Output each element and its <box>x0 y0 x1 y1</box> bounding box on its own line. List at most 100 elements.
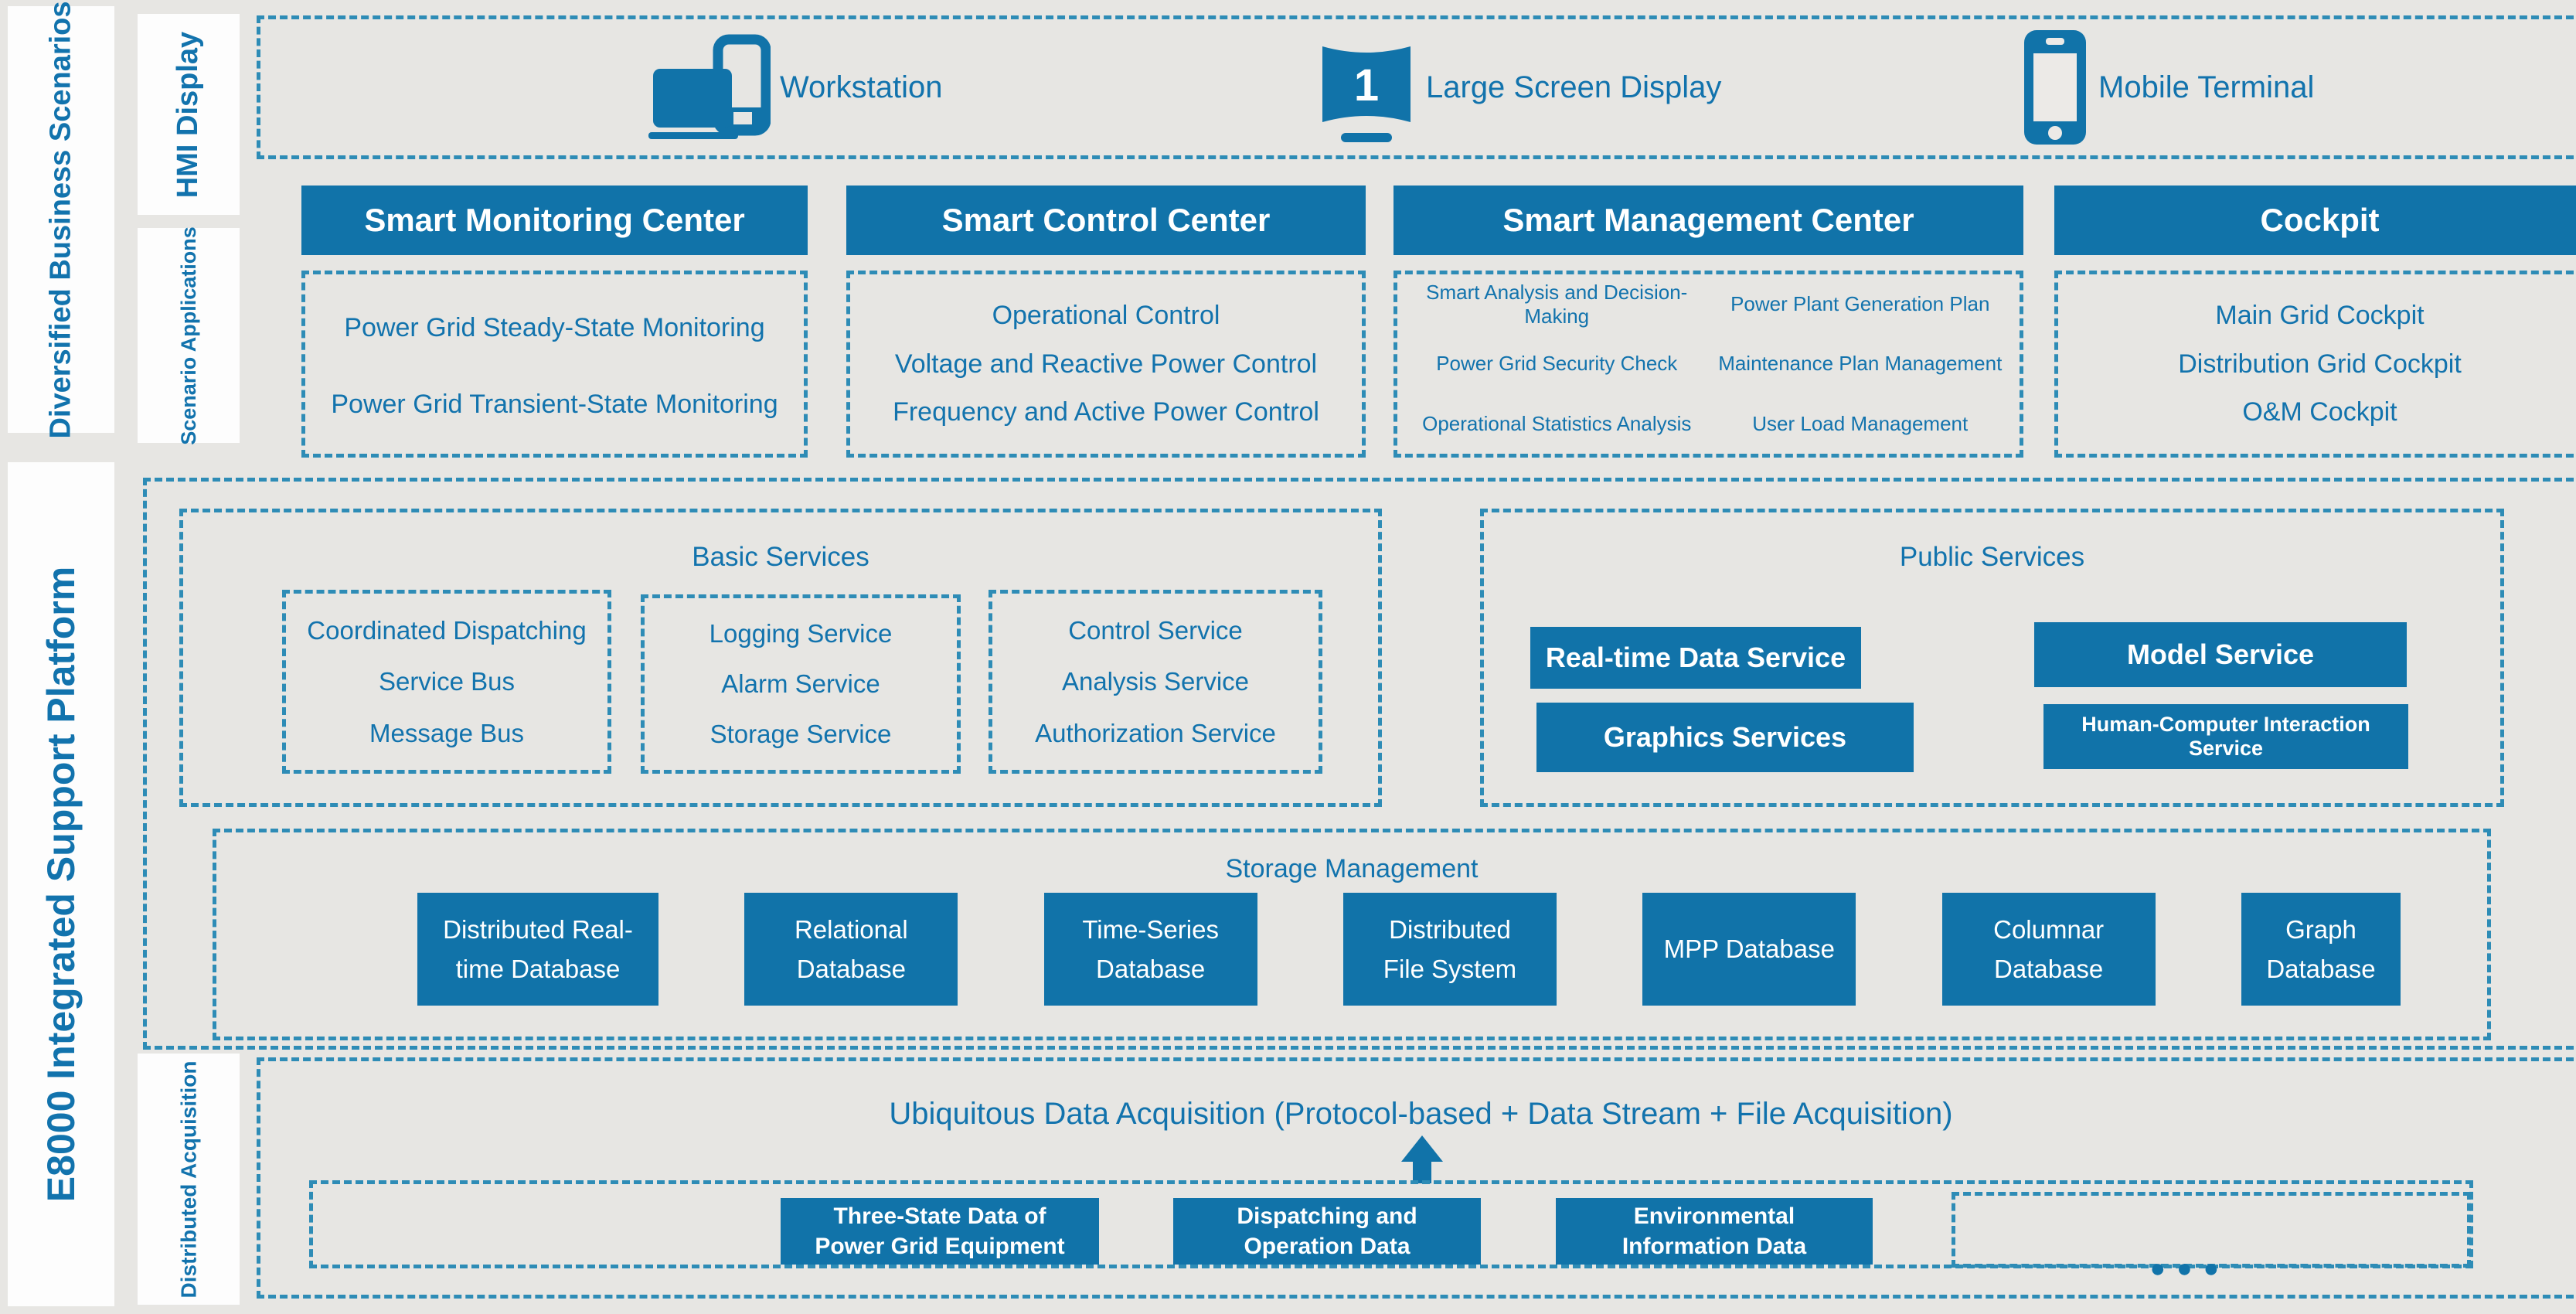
large-screen-icon: 1 <box>1322 46 1411 142</box>
smart-management-center-items: Smart Analysis and Decision-Making Power… <box>1393 271 2023 458</box>
management-items-grid: Smart Analysis and Decision-Making Power… <box>1405 274 2012 454</box>
storage-items-row: Distributed Real- time Database Relation… <box>417 891 2401 1007</box>
storage-label: MPP Database <box>1663 934 1835 964</box>
scenario-item: Power Grid Steady-State Monitoring <box>344 313 765 342</box>
button-label: Graphics Services <box>1603 721 1847 753</box>
scenario-item: Power Grid Transient-State Monitoring <box>331 390 778 419</box>
storage-management-title: Storage Management <box>1225 854 1479 883</box>
mobile-terminal-label: Mobile Terminal <box>2098 70 2315 104</box>
storage-management-panel: Storage Management Distributed Real- tim… <box>213 829 2491 1040</box>
button-label: Dispatching and Operation Data <box>1237 1203 1417 1259</box>
distributed-realtime-database-box: Distributed Real- time Database <box>417 893 658 1006</box>
public-services-panel: Public Services Real-time Data Service M… <box>1480 509 2504 807</box>
rail-e8000-platform: E8000 Integrated Support Platform <box>8 462 114 1306</box>
graph-database-box: Graph Database <box>2241 893 2401 1006</box>
relational-database-box: Relational Database <box>744 893 958 1006</box>
service-item: Service Bus <box>378 667 516 696</box>
cockpit-items: Main Grid Cockpit Distribution Grid Cock… <box>2054 271 2576 458</box>
screen-number: 1 <box>1354 60 1379 111</box>
more-sources-box: ●●● <box>1952 1192 2471 1283</box>
smart-control-center-items: Operational Control Voltage and Reactive… <box>846 271 1366 458</box>
button-label: Human-Computer Interaction Service <box>2081 713 2370 760</box>
rail-label: E8000 Integrated Support Platform <box>39 566 83 1203</box>
mpp-database-box: MPP Database <box>1642 893 1856 1006</box>
scenario-item: Power Plant Generation Plan <box>1730 292 1990 316</box>
rail-scenario-applications: Scenario Applications <box>138 226 240 445</box>
cockpit-column: Cockpit Main Grid Cockpit Distribution G… <box>2054 186 2576 458</box>
service-item: Analysis Service <box>1061 667 1250 696</box>
basic-services-title: Basic Services <box>692 542 869 572</box>
hmi-display-panel: Workstation 1 Large Screen Display Mobil… <box>257 15 2576 159</box>
smart-monitoring-center-header: Smart Monitoring Center <box>301 186 808 255</box>
scenario-item: User Load Management <box>1752 411 1969 435</box>
time-series-database-box: Time-Series Database <box>1043 893 1257 1006</box>
rail-label: HMI Display <box>172 31 205 198</box>
dispatching-operation-data-button: Dispatching and Operation Data <box>1173 1198 1481 1265</box>
button-label: Model Service <box>2126 638 2315 670</box>
mobile-terminal-item: Mobile Terminal <box>2021 19 2314 155</box>
acquisition-title: Ubiquitous Data Acquisition (Protocol-ba… <box>889 1097 1953 1131</box>
three-state-data-button: Three-State Data of Power Grid Equipment <box>781 1198 1099 1265</box>
storage-label: Graph Database <box>2266 914 2376 983</box>
storage-label: Distributed File System <box>1383 914 1517 983</box>
service-item: Alarm Service <box>721 669 880 698</box>
smart-control-center-header: Smart Control Center <box>846 186 1366 255</box>
header-label: Smart Control Center <box>941 202 1271 238</box>
service-item: Logging Service <box>709 619 893 648</box>
scenario-item: Distribution Grid Cockpit <box>2178 349 2462 379</box>
workstation-item: Workstation <box>647 19 942 155</box>
button-label: Three-State Data of Power Grid Equipment <box>815 1203 1065 1259</box>
basic-services-group-1: Coordinated Dispatching Service Bus Mess… <box>282 590 611 774</box>
storage-label: Time-Series Database <box>1082 914 1219 983</box>
environmental-information-data-button: Environmental Information Data <box>1556 1198 1873 1265</box>
rail-diversified-business-scenarios: Diversified Business Scenarios <box>8 1 114 438</box>
basic-services-group-3: Control Service Analysis Service Authori… <box>989 590 1322 774</box>
smart-management-center-header: Smart Management Center <box>1393 186 2023 255</box>
rail-label: Scenario Applications <box>176 226 200 445</box>
hci-service-button: Human-Computer Interaction Service <box>2043 704 2408 769</box>
service-item: Coordinated Dispatching <box>307 615 587 645</box>
workstation-label: Workstation <box>780 70 943 104</box>
header-label: Cockpit <box>2260 202 2380 238</box>
scenario-item: Maintenance Plan Management <box>1718 352 2003 376</box>
graphics-services-button: Graphics Services <box>1536 703 1914 772</box>
scenario-item: Power Grid Security Check <box>1436 352 1678 376</box>
scenario-item: O&M Cockpit <box>2242 397 2397 427</box>
service-item: Control Service <box>1068 615 1243 645</box>
model-service-button: Model Service <box>2034 622 2407 687</box>
basic-services-group-2: Logging Service Alarm Service Storage Se… <box>641 594 961 774</box>
storage-label: Distributed Real- time Database <box>443 914 633 983</box>
data-acquisition-panel: Ubiquitous Data Acquisition (Protocol-ba… <box>257 1057 2576 1299</box>
service-item: Storage Service <box>710 720 892 748</box>
scenario-item: Operational Control <box>992 300 1220 330</box>
smart-monitoring-center-column: Smart Monitoring Center Power Grid Stead… <box>301 186 808 458</box>
scenario-item: Frequency and Active Power Control <box>893 397 1319 427</box>
rail-label: Distributed Acquisition <box>176 1060 200 1298</box>
smart-management-center-column: Smart Management Center Smart Analysis a… <box>1393 186 2023 458</box>
cockpit-header: Cockpit <box>2054 186 2576 255</box>
columnar-database-box: Columnar Database <box>1941 893 2156 1006</box>
service-item: Message Bus <box>369 718 524 747</box>
header-label: Smart Management Center <box>1502 202 1914 238</box>
realtime-data-service-button: Real-time Data Service <box>1530 627 1861 689</box>
ellipsis-dots: ●●● <box>2149 1254 2231 1283</box>
button-label: Environmental Information Data <box>1621 1203 1807 1259</box>
header-label: Smart Monitoring Center <box>364 202 745 238</box>
smart-control-center-column: Smart Control Center Operational Control… <box>846 186 1366 458</box>
button-label: Real-time Data Service <box>1545 642 1846 673</box>
distributed-file-system-box: Distributed File System <box>1342 893 1557 1006</box>
rail-label: Diversified Business Scenarios <box>44 0 77 439</box>
scenario-item: Main Grid Cockpit <box>2215 300 2425 330</box>
smart-monitoring-center-items: Power Grid Steady-State Monitoring Power… <box>301 271 808 458</box>
large-screen-label: Large Screen Display <box>1426 70 1722 104</box>
storage-label: Relational Database <box>794 914 908 983</box>
acquisition-inner-panel <box>309 1180 2473 1268</box>
workstation-icon <box>648 34 771 139</box>
scenario-item: Operational Statistics Analysis <box>1422 411 1692 435</box>
service-item: Authorization Service <box>1035 718 1276 747</box>
mobile-icon <box>2024 30 2086 145</box>
platform-outer-panel <box>143 478 2576 1050</box>
rail-distributed-acquisition: Distributed Acquisition <box>138 1054 240 1305</box>
public-services-title: Public Services <box>1899 542 2085 572</box>
